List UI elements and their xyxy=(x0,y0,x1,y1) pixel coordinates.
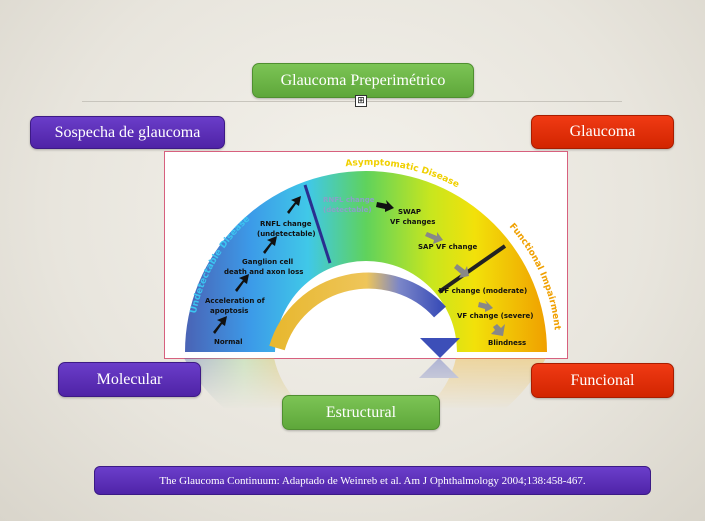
glaucoma-continuum-figure: Undetectable Disease Asymptomatic Diseas… xyxy=(164,151,568,359)
separator-asymptomatic-functional xyxy=(437,244,507,294)
stage-ganglion-1: Ganglion cell xyxy=(242,258,293,266)
arrow-rnfl-to-detectable xyxy=(287,196,301,214)
stage-rnfl-detectable-2: (detectable) xyxy=(323,206,372,214)
arrow-ganglion-to-rnfl xyxy=(263,236,277,254)
separator-undetectable-asymptomatic xyxy=(303,184,332,264)
figure-reflection xyxy=(164,358,566,410)
label-functional: Funcional xyxy=(531,363,674,398)
label-molecular: Molecular xyxy=(58,362,201,397)
label-glaucoma-suspect: Sospecha de glaucoma xyxy=(30,116,225,149)
arrow-sap-to-moderate xyxy=(454,264,469,278)
stage-vf-moderate: VF change (moderate) xyxy=(439,287,527,295)
reflected-arrow xyxy=(419,358,459,378)
arrow-acceleration-to-ganglion xyxy=(235,274,249,292)
stage-arrows xyxy=(213,196,505,336)
label-preperimetric-glaucoma: Glaucoma Preperimétrico xyxy=(252,63,474,98)
reflected-arc-right xyxy=(426,358,546,408)
arrow-moderate-to-severe xyxy=(478,300,493,312)
stage-vf-severe: VF change (severe) xyxy=(457,312,534,320)
arrow-swap-to-sap xyxy=(425,232,443,244)
continuum-arc-band xyxy=(185,171,547,352)
label-glaucoma: Glaucoma xyxy=(531,115,674,149)
stage-ganglion-2: death and axon loss xyxy=(224,268,303,276)
continuum-arc-diagram: Undetectable Disease Asymptomatic Diseas… xyxy=(185,158,562,358)
citation-box: The Glaucoma Continuum: Adaptado de Wein… xyxy=(94,466,651,495)
stage-normal: Normal xyxy=(214,338,243,346)
reflection-svg xyxy=(184,358,546,408)
citation-text: The Glaucoma Continuum: Adaptado de Wein… xyxy=(159,474,586,487)
stage-rnfl-detectable-1: RNFL change xyxy=(323,196,375,204)
label-structural: Estructural xyxy=(282,395,440,430)
divider-line xyxy=(82,101,622,102)
arrow-normal-to-acceleration xyxy=(213,316,227,334)
inner-curved-arrow xyxy=(269,272,446,351)
reflected-arc xyxy=(184,358,304,408)
stage-apoptosis: apoptosis xyxy=(210,307,248,315)
stage-vf-changes: VF changes xyxy=(390,218,435,226)
stage-swap: SWAP xyxy=(398,208,421,216)
inner-arrow-head xyxy=(420,338,460,358)
stage-sap-vf-change: SAP VF change xyxy=(418,243,478,251)
arrow-severe-to-blindness xyxy=(491,324,505,336)
expand-icon[interactable]: ⊞ xyxy=(355,95,367,107)
stage-blindness: Blindness xyxy=(488,339,526,347)
stage-acceleration: Acceleration of xyxy=(205,297,266,305)
stage-rnfl-undetectable-1: RNFL change xyxy=(260,220,312,228)
stage-rnfl-undetectable-2: (undetectable) xyxy=(257,230,316,238)
arrow-detectable-to-swap xyxy=(376,200,394,212)
